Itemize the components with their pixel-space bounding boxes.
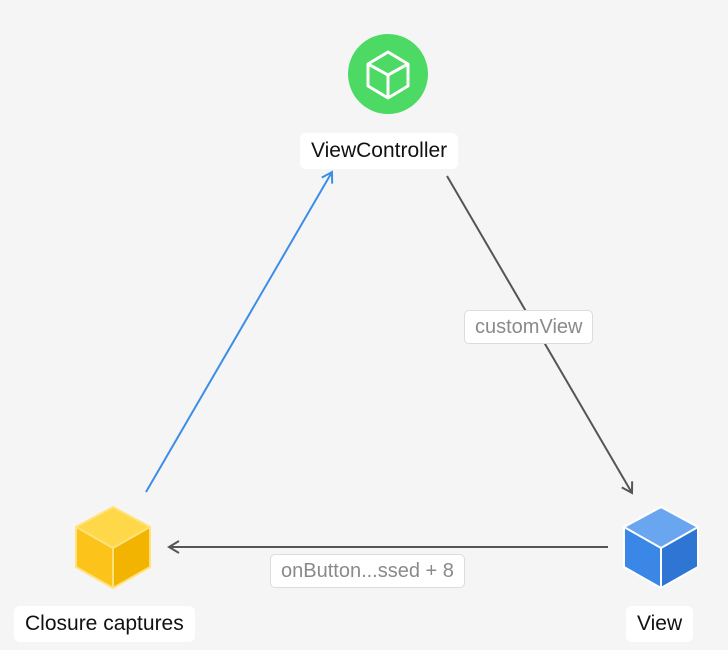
node-label-view[interactable]: View	[626, 606, 694, 642]
node-label-closure-captures[interactable]: Closure captures	[14, 606, 195, 642]
edge-closure-to-viewcontroller[interactable]	[145, 170, 334, 493]
blue-cube-icon[interactable]	[623, 506, 699, 589]
green-circle-cube-icon[interactable]	[348, 34, 428, 114]
yellow-cube-icon[interactable]	[75, 506, 151, 589]
edge-label-onbuttonpressed[interactable]: onButton...ssed + 8	[270, 554, 465, 588]
edge-label-customview[interactable]: customView	[464, 310, 594, 344]
node-label-viewcontroller[interactable]: ViewController	[300, 133, 459, 169]
